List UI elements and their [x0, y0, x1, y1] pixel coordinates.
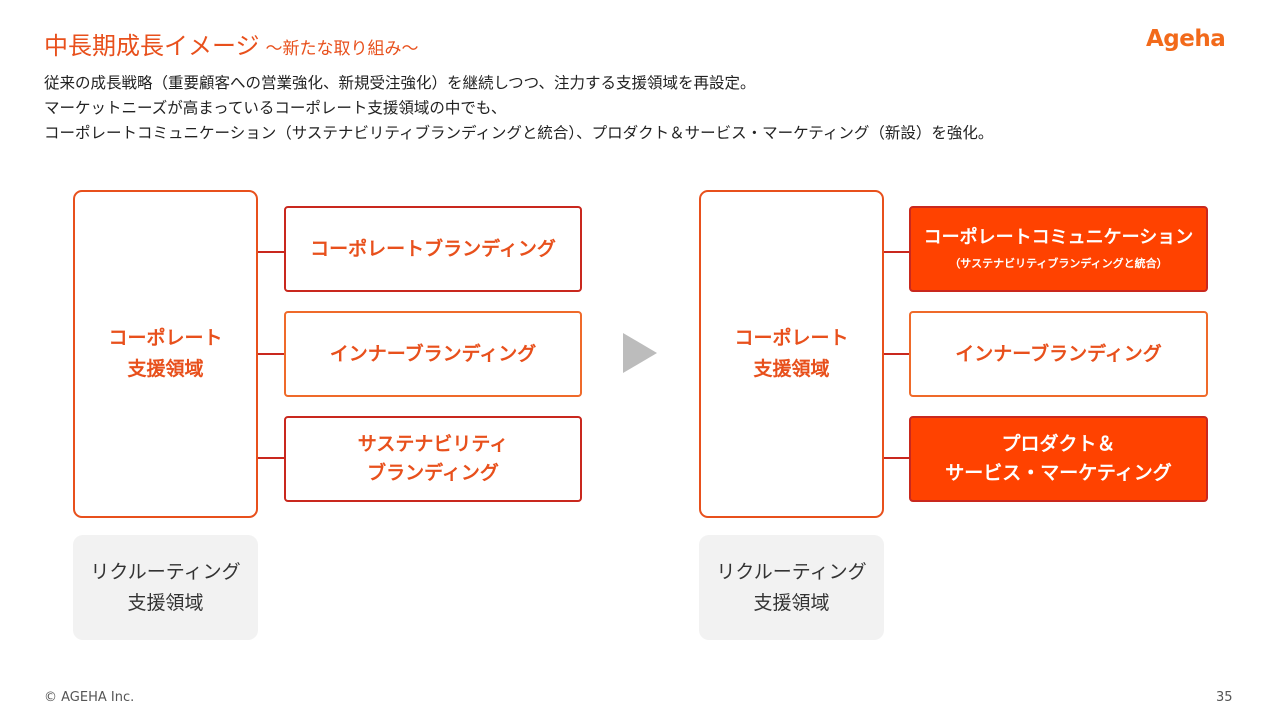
before-recruiting-line-1: リクルーティング — [90, 560, 241, 583]
after-child-product-service-marketing: プロダクト＆ サービス・マーケティング — [909, 416, 1208, 502]
before-child-1-line-1: コーポレートブランディング — [310, 237, 556, 260]
after-child-inner-branding: インナーブランディング — [909, 311, 1208, 397]
after-parent-box: コーポレート 支援領域 — [699, 190, 884, 518]
after-recruiting-box: リクルーティング 支援領域 — [699, 535, 884, 640]
before-child-2-line-1: インナーブランディング — [329, 342, 537, 365]
after-child-1-line-2: （サステナビリティブランディングと統合） — [949, 257, 1168, 270]
after-child-2-line-1: インナーブランディング — [955, 342, 1162, 365]
after-child-3-line-1: プロダクト＆ — [1001, 433, 1116, 455]
before-recruiting-box: リクルーティング 支援領域 — [73, 535, 258, 640]
description: 従来の成長戦略（重要顧客への営業強化、新規受注強化）を継続しつつ、注力する支援領… — [44, 71, 993, 146]
page-title: 中長期成長イメージ～新たな取り組み～ — [44, 30, 419, 65]
after-connector-1 — [884, 251, 910, 253]
before-connector-2 — [258, 353, 285, 355]
before-child-3-line-2: ブランディング — [367, 462, 499, 484]
before-recruiting-line-2: 支援領域 — [127, 591, 204, 614]
before-child-corporate-branding: コーポレートブランディング — [284, 206, 582, 292]
before-child-sustainability-branding: サステナビリティ ブランディング — [284, 416, 582, 502]
before-connector-3 — [258, 457, 285, 459]
after-child-corporate-communication: コーポレートコミュニケーション （サステナビリティブランディングと統合） — [909, 206, 1208, 292]
description-line-2: マーケットニーズが高まっているコーポレート支援領域の中でも、 — [44, 99, 507, 117]
description-line-1: 従来の成長戦略（重要顧客への営業強化、新規受注強化）を継続しつつ、注力する支援領… — [44, 74, 756, 92]
after-connector-3 — [884, 457, 910, 459]
after-child-1-line-1: コーポレートコミュニケーション — [923, 227, 1194, 248]
before-connector-1 — [258, 251, 285, 253]
before-parent-box: コーポレート 支援領域 — [73, 190, 258, 518]
after-recruiting-line-2: 支援領域 — [753, 591, 830, 614]
before-parent-line-2: 支援領域 — [127, 358, 204, 380]
before-child-inner-branding: インナーブランディング — [284, 311, 582, 397]
title-main: 中長期成長イメージ — [44, 32, 260, 60]
page-number: 35 — [1216, 690, 1233, 705]
before-parent-line-1: コーポレート — [108, 327, 223, 349]
transition-arrow-icon — [623, 333, 657, 373]
after-connector-2 — [884, 353, 910, 355]
copyright: © AGEHA Inc. — [44, 690, 135, 705]
description-line-3: コーポレートコミュニケーション（サステナビリティブランディングと統合）、プロダク… — [44, 124, 994, 142]
title-subtitle: ～新たな取り組み～ — [265, 39, 419, 59]
after-recruiting-line-1: リクルーティング — [716, 560, 867, 583]
after-parent-line-1: コーポレート — [734, 327, 849, 349]
before-child-3-line-1: サステナビリティ — [357, 433, 509, 455]
after-parent-line-2: 支援領域 — [753, 358, 830, 380]
after-child-3-line-2: サービス・マーケティング — [945, 462, 1172, 484]
ageha-logo: Ageha — [1146, 26, 1226, 52]
